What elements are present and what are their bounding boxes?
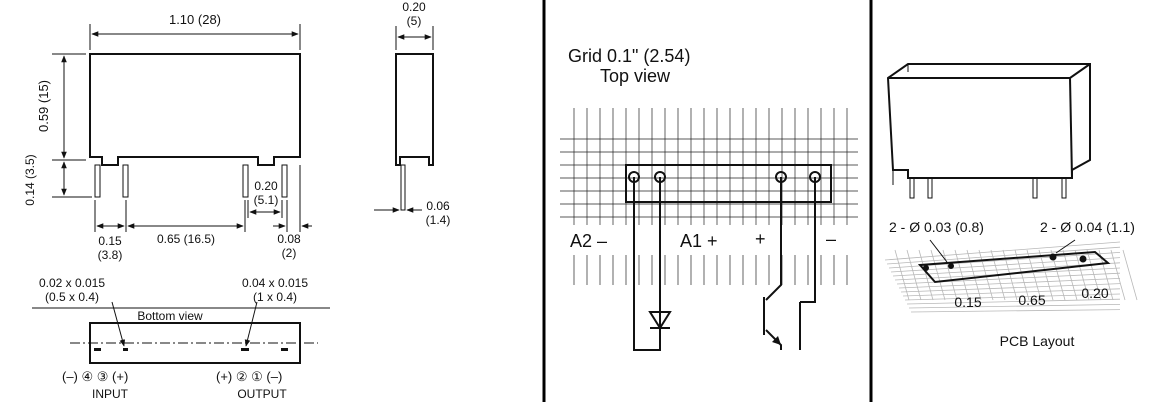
dim-edge-left-bottom: (3.8) <box>98 248 123 262</box>
grid-line <box>1038 249 1054 301</box>
dim-width: 1.10 (28) <box>169 12 221 27</box>
pad-right-top: 0.04 x 0.015 <box>242 276 308 290</box>
grid-line <box>902 288 1121 297</box>
dim-edge-right-top: 0.08 <box>277 232 301 246</box>
bottom-view-label: Bottom view <box>137 309 203 323</box>
grid-line <box>894 249 910 301</box>
dim-edge-left-top: 0.15 <box>98 234 122 248</box>
grid-line <box>906 249 922 301</box>
grid-line <box>1086 249 1102 301</box>
pcb-dim-3: 0.20 <box>1081 285 1108 301</box>
grid-line <box>908 304 1121 309</box>
pcb-dim-2: 0.65 <box>1018 292 1045 308</box>
grid-line <box>900 283 1121 293</box>
dim-pin-thick-bottom: (1.4) <box>426 213 451 227</box>
side-view: 0.20 (5) 0.06 (1.4) <box>374 0 450 227</box>
front-view: 1.10 (28) 0.59 (15) 0.14 (3.5) 0.20 (5.1… <box>23 12 312 262</box>
pcb-layout: 2 - Ø 0.03 (0.8) 2 - Ø 0.04 (1.1) 0.15 0… <box>884 219 1138 349</box>
grid-line <box>978 249 994 301</box>
grid-line <box>1122 249 1138 301</box>
dim-pin-thick-top: 0.06 <box>426 199 450 213</box>
label-plus: + <box>755 229 766 249</box>
grid-title: Grid 0.1" (2.54) <box>568 46 690 66</box>
grid-line <box>930 249 946 301</box>
hole-small-label: 2 - Ø 0.03 (0.8) <box>889 219 984 235</box>
grid-line <box>942 249 958 301</box>
relay-3d <box>886 63 1091 199</box>
grid-line <box>1026 249 1042 301</box>
pad-right-bottom: (1 x 0.4) <box>253 290 297 304</box>
grid-line <box>1062 249 1078 301</box>
pad-left-bottom: (0.5 x 0.4) <box>45 290 99 304</box>
grid-line <box>906 298 1121 305</box>
dim-pin-spacing-bottom: (5.1) <box>254 193 279 207</box>
output-label: OUTPUT <box>237 387 287 401</box>
hole-large-label: 2 - Ø 0.04 (1.1) <box>1040 219 1135 235</box>
grid-line <box>904 293 1121 301</box>
dim-pin-length: 0.14 (3.5) <box>23 154 37 205</box>
dim-depth-bottom: (5) <box>407 14 422 28</box>
label-a2: A2 – <box>570 231 607 251</box>
dim-edge-right-bottom: (2) <box>282 246 297 260</box>
grid-line <box>918 249 934 301</box>
top-view-label: Top view <box>600 66 671 86</box>
grid-line <box>966 249 982 301</box>
label-minus: – <box>826 229 836 249</box>
pins-right-label: (+) ② ① (–) <box>216 369 282 384</box>
pcb-layout-label: PCB Layout <box>1000 333 1075 349</box>
dim-height: 0.59 (15) <box>36 80 51 132</box>
dim-pin-spacing-top: 0.20 <box>254 179 278 193</box>
grid-line <box>954 249 970 301</box>
dim-pin-span: 0.65 (16.5) <box>157 232 215 246</box>
grid-line <box>1110 249 1126 301</box>
pad-left-top: 0.02 x 0.015 <box>39 276 105 290</box>
pins-left-label: (–) ④ ③ (+) <box>62 369 128 384</box>
grid-line <box>1074 249 1090 301</box>
grid-line <box>886 246 1121 265</box>
pcb-dim-1: 0.15 <box>954 294 981 310</box>
input-label: INPUT <box>92 387 129 401</box>
grid-line <box>910 309 1121 313</box>
bottom-view: 0.02 x 0.015 (0.5 x 0.4) 0.04 x 0.015 (1… <box>32 276 330 401</box>
label-a1: A1 + <box>680 231 718 251</box>
grid-line <box>884 241 1121 261</box>
dim-depth-top: 0.20 <box>402 0 426 14</box>
top-view-grid: Grid 0.1" (2.54) Top view A2 – A1 + + – <box>560 46 860 402</box>
